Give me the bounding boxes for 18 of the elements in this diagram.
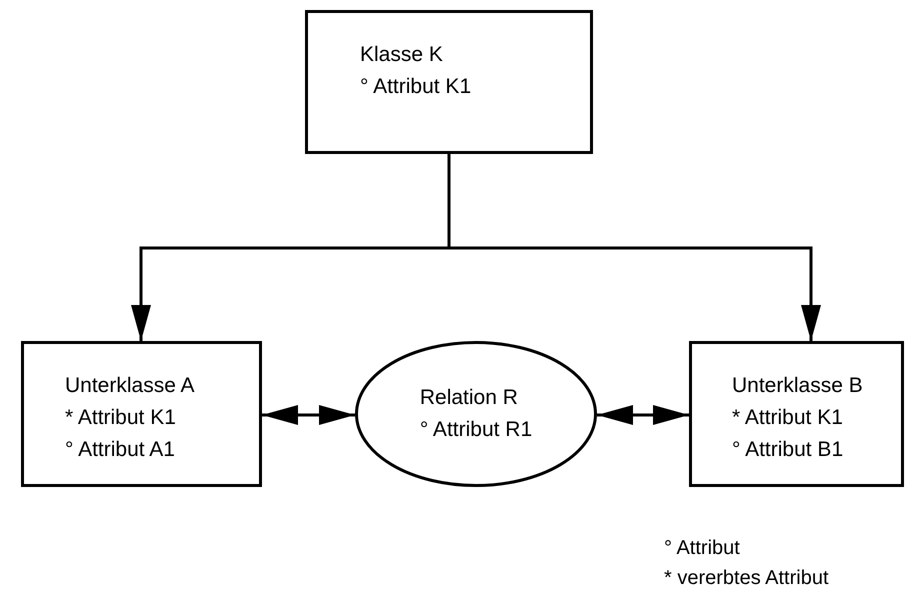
class-name: Unterklasse A	[65, 373, 195, 399]
attribute-text: * Attribut K1	[65, 405, 177, 431]
class-box	[21, 341, 262, 487]
class-name: Relation R	[420, 385, 519, 411]
class-box	[305, 10, 593, 154]
arrow	[262, 405, 355, 425]
attribute-text: ° Attribut R1	[420, 417, 532, 443]
relation-ellipse	[355, 341, 597, 487]
legend-note: * vererbtes Attribut	[664, 567, 829, 590]
attribute-text: * Attribut K1	[732, 405, 844, 431]
attribute-text: ° Attribut K1	[360, 74, 472, 100]
class-name: Klasse K	[360, 42, 444, 68]
attribute-text: ° Attribut B1	[732, 437, 844, 463]
class-box	[689, 341, 904, 487]
arrow	[597, 405, 689, 425]
legend-note: ° Attribut	[664, 537, 740, 560]
class-name: Unterklasse B	[732, 373, 863, 399]
attribute-text: ° Attribut A1	[65, 437, 176, 463]
